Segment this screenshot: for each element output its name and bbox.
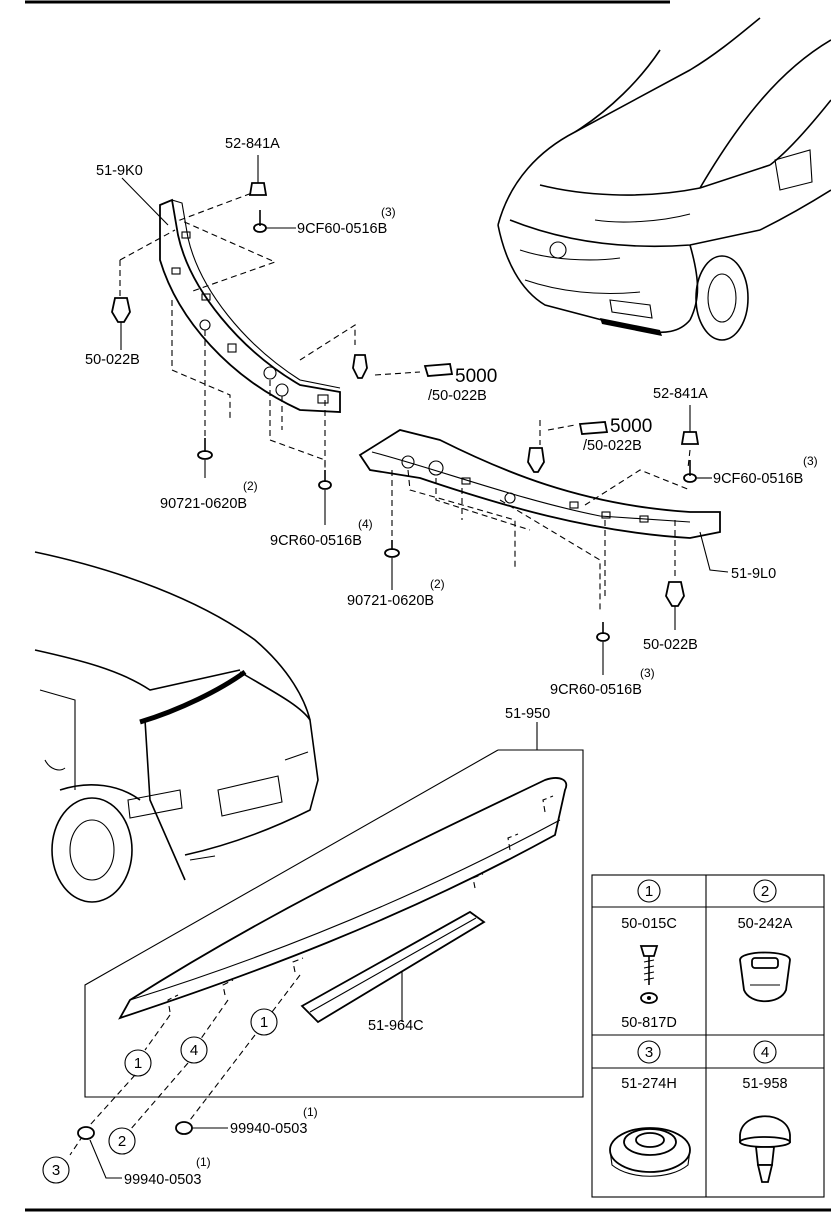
legend-num-4: 4: [761, 1044, 769, 1061]
bolt-90721-right-icon: [384, 540, 400, 590]
legend-num-3: 3: [645, 1044, 653, 1061]
label-51-9l0: 51-9L0: [731, 566, 776, 582]
screw-9cf60-left-icon: [253, 210, 296, 233]
nut-52-841a-left-icon: [248, 155, 268, 196]
label-90721-left: 90721-0620B: [160, 496, 247, 512]
legend-1-bottom: 50-817D: [621, 1015, 677, 1031]
grommet-99940-a-icon: [175, 1121, 228, 1135]
label-51-950: 51-950: [505, 706, 550, 722]
qty-9cf60-right: (3): [803, 454, 818, 468]
rear-car-illustration: [34, 551, 319, 903]
screw-9cf60-right-icon: [683, 460, 712, 483]
callout-circle-3: [42, 1156, 70, 1184]
callout-num-1b: 1: [260, 1014, 268, 1031]
label-52-841a-left: 52-841A: [225, 136, 280, 152]
label-52-841a-right: 52-841A: [653, 386, 708, 402]
nut-52-841a-right-icon: [680, 405, 700, 445]
grommet-99940-b-icon: [77, 1126, 122, 1179]
bracket-right-dashed-leaders: [391, 420, 691, 610]
spoiler-51-950: [118, 777, 568, 1020]
legend-2-part: 50-242A: [738, 916, 793, 932]
qty-90721-left: (2): [243, 479, 258, 493]
label-90721-right: 90721-0620B: [347, 593, 434, 609]
bracket-51-9k0: [159, 198, 341, 413]
callout-num-3: 3: [52, 1162, 60, 1179]
label-5000-right: 5000: [610, 416, 652, 437]
spoiler-leaders: [69, 974, 301, 1156]
bracket-51-9l0: [358, 429, 721, 539]
label-9cf60-left: 9CF60-0516B: [297, 221, 387, 237]
label-9cr60-left: 9CR60-0516B: [270, 533, 362, 549]
label-9cr60-right: 9CR60-0516B: [550, 682, 642, 698]
clip-50-022b-right-icon: [665, 581, 685, 630]
callout-circle-2: [108, 1127, 136, 1155]
clip-50-022b-left-icon: [111, 297, 131, 350]
legend-grommet-51-274h-icon: [609, 1127, 691, 1177]
qty-9cr60-right: (3): [640, 666, 655, 680]
legend-bolt-icon: [639, 945, 659, 1004]
label-9cf60-right: 9CF60-0516B: [713, 471, 803, 487]
qty-90721-right: (2): [430, 577, 445, 591]
screw-9cr60-right-icon: [596, 622, 610, 675]
legend-num-1: 1: [645, 883, 653, 900]
legend-num-2: 2: [761, 883, 769, 900]
callout-num-2: 2: [118, 1133, 126, 1150]
bolt-90721-left-icon: [197, 438, 213, 478]
label-51-9k0: 51-9K0: [96, 163, 143, 179]
bracket-left-dashed-leaders: [119, 189, 421, 470]
label-5000-right-sub: /50-022B: [583, 438, 642, 454]
label-50-022b-right: 50-022B: [643, 637, 698, 653]
qty-9cf60-left: (3): [381, 205, 396, 219]
callout-circle-1b: [250, 1008, 278, 1036]
callout-circle-4: [180, 1036, 208, 1064]
clip-50-022b-ref-left-icon: [352, 354, 454, 379]
qty-99940-a: (1): [303, 1105, 318, 1119]
qty-99940-b: (1): [196, 1155, 211, 1169]
legend-4-part: 51-958: [742, 1076, 787, 1092]
label-51-964c: 51-964C: [368, 1018, 424, 1034]
qty-9cr60-left: (4): [358, 517, 373, 531]
clip-50-022b-ref-right-icon: [527, 421, 609, 473]
legend-clip-51-958-icon: [739, 1115, 791, 1183]
label-99940-a: 99940-0503: [230, 1121, 307, 1137]
label-99940-b: 99940-0503: [124, 1172, 201, 1188]
callout-circle-1a: [124, 1049, 152, 1077]
legend-table: [591, 874, 825, 1198]
spoiler-frame: [84, 722, 584, 1098]
front-car-illustration: [497, 17, 831, 341]
screw-9cr60-left-icon: [318, 470, 332, 525]
strip-51-964c: [300, 910, 486, 1024]
legend-clip-50-242a-icon: [739, 951, 791, 1003]
callout-num-4: 4: [190, 1042, 198, 1059]
legend-3-part: 51-274H: [621, 1076, 677, 1092]
leader-51-9l0: [699, 531, 729, 573]
callout-num-1a: 1: [134, 1055, 142, 1072]
label-5000-left-sub: /50-022B: [428, 388, 487, 404]
label-50-022b-left: 50-022B: [85, 352, 140, 368]
leader-51-9k0: [121, 177, 169, 226]
label-5000-left: 5000: [455, 366, 497, 387]
legend-1-top: 50-015C: [621, 916, 677, 932]
